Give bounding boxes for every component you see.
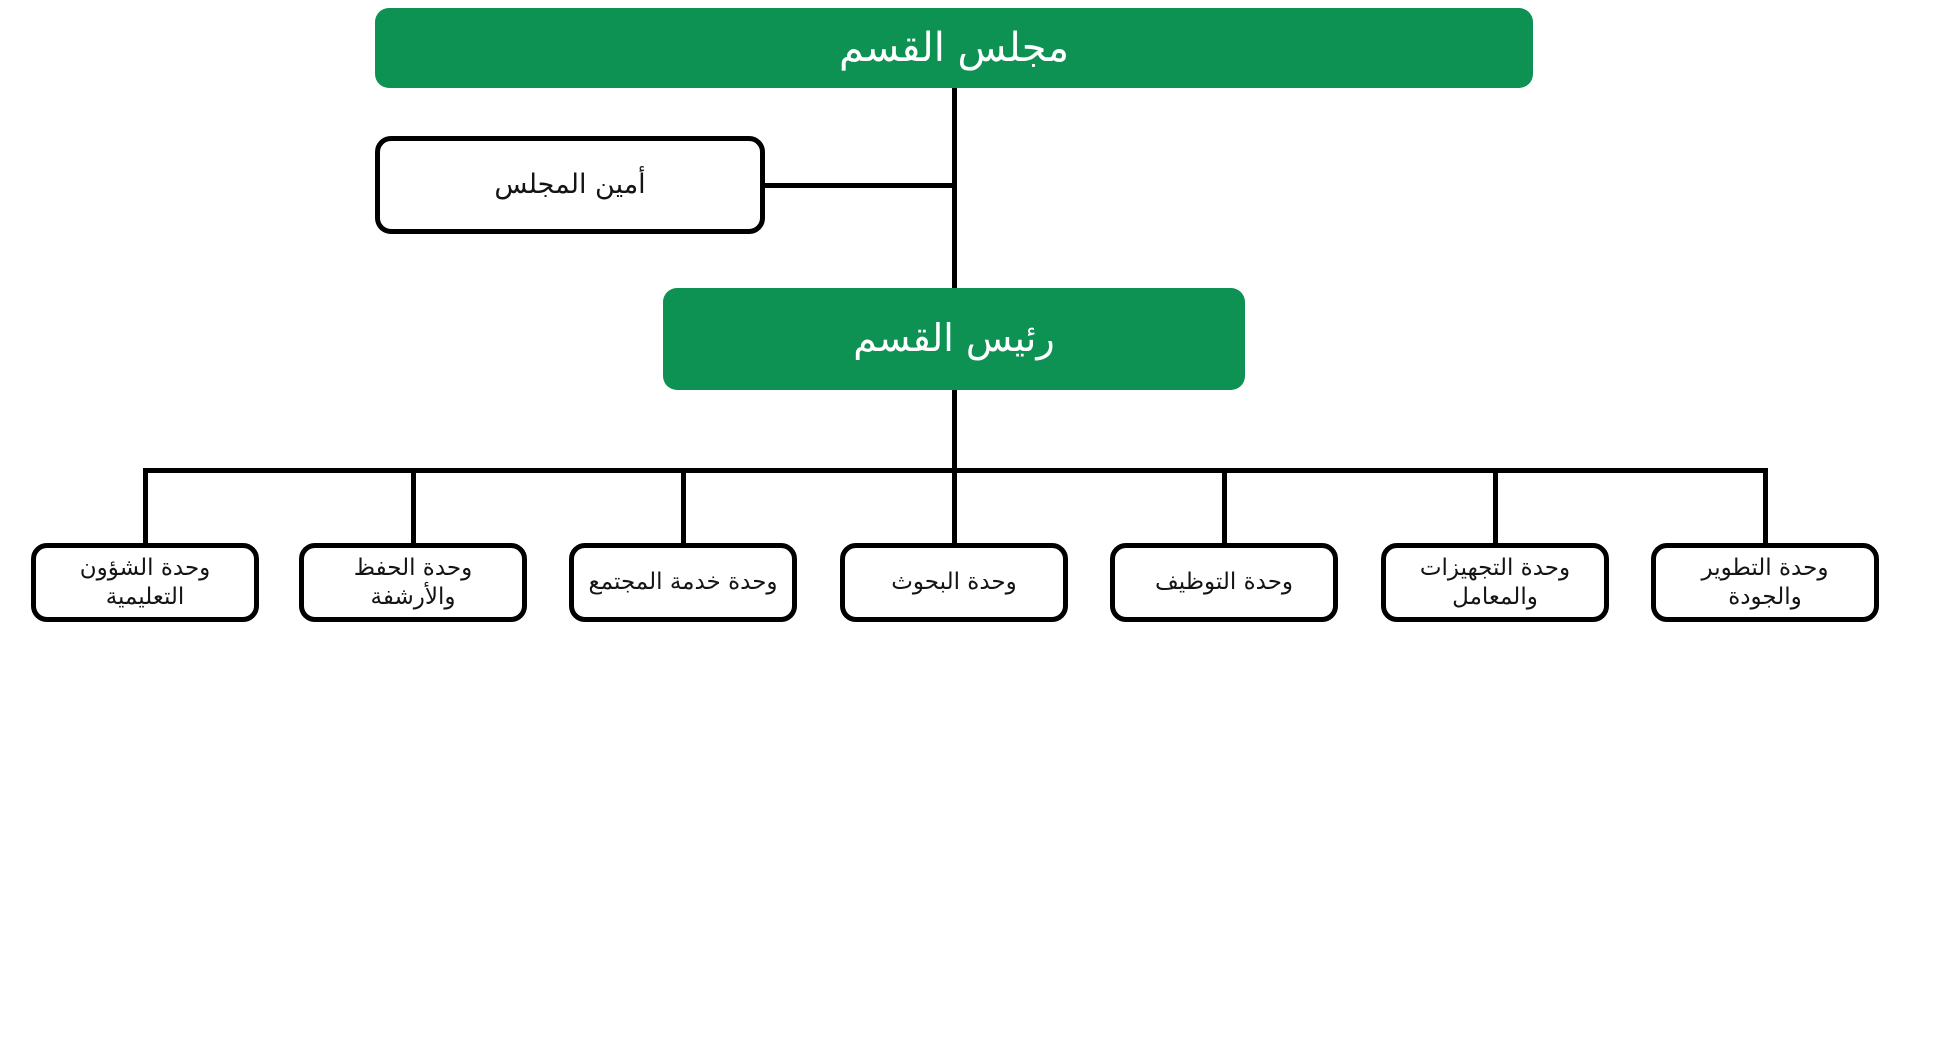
connector-council-to-head (952, 88, 957, 288)
council-node: مجلس القسم (375, 8, 1533, 88)
connector-drop-unit-5 (1222, 468, 1227, 545)
unit-node-educational-affairs: وحدة الشؤون التعليمية (31, 543, 259, 622)
department-head-node: رئيس القسم (663, 288, 1245, 390)
connector-drop-unit-6 (1493, 468, 1498, 545)
connector-drop-unit-2 (411, 468, 416, 545)
unit-node-research: وحدة البحوث (840, 543, 1068, 622)
connector-head-to-units (952, 390, 957, 545)
unit-node-development-quality: وحدة التطوير والجودة (1651, 543, 1879, 622)
unit-node-preservation-archiving: وحدة الحفظ والأرشفة (299, 543, 527, 622)
connector-units-horizontal (143, 468, 1768, 473)
unit-node-employment: وحدة التوظيف (1110, 543, 1338, 622)
connector-secretary-branch (765, 183, 955, 188)
connector-drop-unit-7 (1763, 468, 1768, 545)
connector-drop-unit-3 (681, 468, 686, 545)
secretary-node: أمين المجلس (375, 136, 765, 234)
unit-node-community-service: وحدة خدمة المجتمع (569, 543, 797, 622)
connector-drop-unit-1 (143, 468, 148, 545)
unit-node-equipment-laboratories: وحدة التجهيزات والمعامل (1381, 543, 1609, 622)
